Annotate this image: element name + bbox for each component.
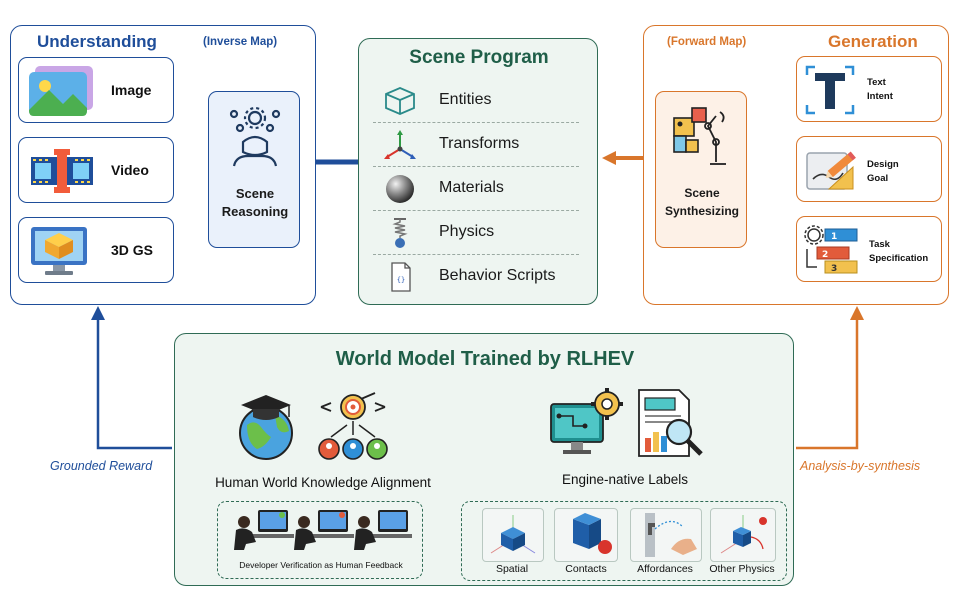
video-input-card: Video: [18, 137, 174, 203]
transforms-row: Transforms: [373, 123, 579, 167]
target-team-icon: [318, 392, 388, 460]
film-strip-icon: [31, 149, 93, 193]
spatial-label: Spatial: [495, 563, 529, 575]
scene-program-panel: Scene Program Entities Transforms Materi…: [358, 38, 598, 305]
3dgs-input-card: 3D GS: [18, 217, 174, 283]
other-physics-thumb: [710, 508, 776, 562]
contacts-label: Contacts: [565, 563, 607, 575]
entities-row: Entities: [373, 79, 579, 123]
svg-text:3: 3: [831, 264, 837, 274]
design-goal-label-1: Design: [867, 159, 899, 170]
design-goal-card: Design Goal: [796, 136, 942, 202]
alignment-label: Human World Knowledge Alignment: [215, 475, 431, 490]
entities-label: Entities: [439, 91, 492, 108]
scene-synthesizing-label-1: Scene: [684, 186, 720, 200]
world-model-panel: World Model Trained by RLHEV Human World…: [174, 333, 794, 586]
scene-synthesizing-label-2: Synthesizing: [664, 204, 739, 218]
text-intent-label-2: Intent: [867, 91, 893, 102]
developers-at-computers-icon: [234, 510, 412, 550]
other-physics-label: Other Physics: [709, 563, 775, 575]
text-intent-card: Text Intent: [796, 56, 942, 122]
svg-text:{}: {}: [397, 276, 405, 284]
scene-reasoning-box: Scene Reasoning: [208, 91, 300, 248]
spatial-thumb: [482, 508, 544, 562]
task-list-icon: 1 2 3: [804, 225, 858, 274]
sphere-icon: [386, 175, 414, 203]
globe-graduation-icon: [239, 395, 293, 460]
image-input-card: Image: [18, 57, 174, 123]
materials-row: Materials: [373, 167, 579, 211]
engine-gear-monitor-icon: [550, 388, 623, 454]
engine-labels-box: Spatial Contacts Affordances Other Physi…: [461, 501, 787, 581]
understanding-panel: Understanding (Inverse Map) Image Video: [10, 25, 316, 305]
behavior-scripts-row: {} Behavior Scripts: [373, 255, 579, 298]
axes-icon: [384, 130, 416, 159]
physics-label: Physics: [439, 223, 495, 240]
text-t-icon: [805, 65, 855, 115]
3dgs-label: 3D GS: [111, 242, 154, 258]
scene-reasoning-label-2: Reasoning: [221, 204, 289, 219]
forward-map-label: (Forward Map): [667, 36, 747, 48]
developer-verification-label: Developer Verification as Human Feedback: [239, 560, 403, 570]
image-icon: [29, 66, 93, 116]
analysis-by-synthesis-loop: [796, 306, 864, 450]
other-physics-icon: [720, 515, 767, 554]
scene-reasoning-label-1: Scene: [235, 186, 275, 201]
behavior-scripts-label: Behavior Scripts: [439, 267, 556, 284]
design-goal-label-2: Goal: [867, 173, 889, 184]
document-magnifier-icon: [638, 389, 703, 457]
image-label: Image: [111, 82, 152, 98]
task-specification-card: 1 2 3 Task Specification: [796, 216, 942, 282]
grounded-reward-loop: [91, 306, 172, 450]
generation-title: Generation: [828, 32, 918, 51]
world-model-title: World Model Trained by RLHEV: [335, 348, 635, 370]
text-intent-label-1: Text: [867, 77, 886, 88]
task-specification-label-2: Specification: [869, 253, 929, 264]
task-specification-label-1: Task: [869, 239, 890, 250]
contacts-cube-ball-icon: [573, 513, 612, 554]
transforms-label: Transforms: [439, 135, 520, 152]
materials-label: Materials: [439, 179, 504, 196]
spatial-cube-icon: [490, 515, 536, 554]
script-file-icon: {}: [391, 262, 411, 292]
svg-text:1: 1: [831, 232, 837, 242]
physics-row: Physics: [373, 211, 579, 255]
analysis-by-synthesis-label: Analysis-by-synthesis: [800, 459, 921, 473]
affordances-thumb: [630, 508, 702, 562]
affordances-handle-icon: [645, 513, 697, 557]
cube-icon: [385, 87, 415, 115]
robot-arm-icon: [673, 107, 726, 165]
grounded-reward-label: Grounded Reward: [50, 459, 153, 473]
reasoning-head-icon: [229, 106, 281, 167]
spring-icon: [392, 218, 408, 248]
generation-panel: (Forward Map) Generation Scene Synthesiz…: [643, 25, 949, 305]
svg-text:2: 2: [822, 250, 828, 260]
affordances-label: Affordances: [637, 563, 693, 575]
video-label: Video: [111, 162, 149, 178]
inverse-map-label: (Inverse Map): [203, 36, 278, 48]
3d-monitor-icon: [31, 227, 87, 275]
contacts-thumb: [554, 508, 618, 562]
scene-program-title: Scene Program: [409, 47, 549, 68]
understanding-title: Understanding: [37, 32, 157, 51]
developer-verification-box: Developer Verification as Human Feedback: [217, 501, 423, 579]
scene-synthesizing-box: Scene Synthesizing: [655, 91, 747, 248]
design-pencil-icon: [806, 151, 856, 190]
engine-labels-label: Engine-native Labels: [561, 472, 689, 487]
